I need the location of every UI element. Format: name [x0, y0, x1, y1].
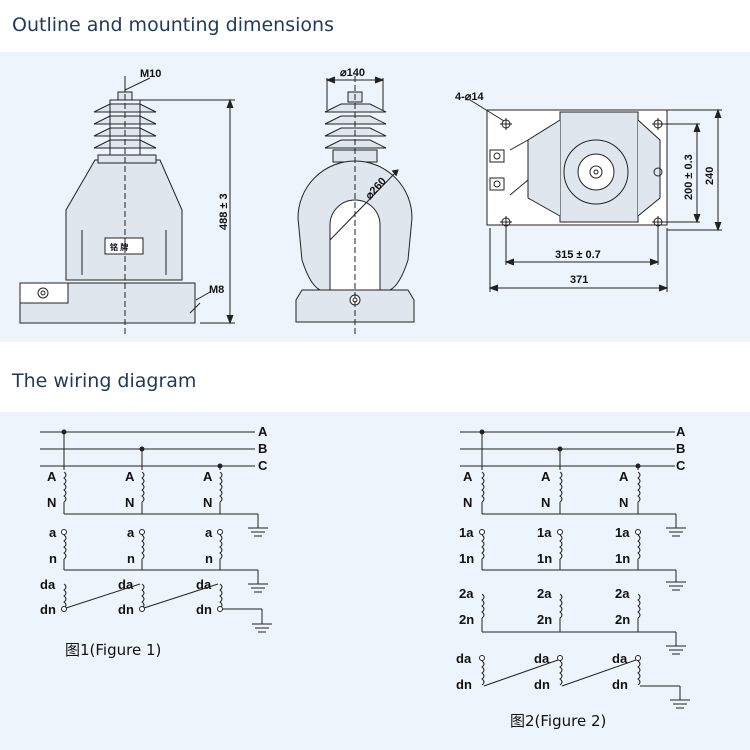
- fig1-bus-b: B: [258, 441, 267, 456]
- fig2-bus-a: A: [676, 424, 686, 439]
- fig2-t2-sec1-a: 1a: [537, 525, 552, 540]
- fig1-t3-primary-n: N: [203, 495, 212, 510]
- holes-label: 4-⌀14: [455, 91, 485, 103]
- fig2-t2-sec1-n: 1n: [537, 551, 552, 566]
- fig1-t2-residual-da: da: [118, 577, 134, 592]
- fig2-t2-sec2-n: 2n: [537, 612, 552, 627]
- fig1-t3-residual-da: da: [196, 577, 212, 592]
- fig2-t1-sec1-n: 1n: [459, 551, 474, 566]
- fig1-t3-primary-a: A: [203, 469, 213, 484]
- fig1-t1-residual-da: da: [40, 577, 56, 592]
- fig1-t1-residual-dn: dn: [40, 602, 56, 617]
- fig2-t2-primary-a: A: [541, 469, 551, 484]
- fig2-t3-sec1-a: 1a: [615, 525, 630, 540]
- figure-1-caption: 图1(Figure 1): [65, 641, 161, 659]
- fig2-t1-primary-a: A: [463, 469, 473, 484]
- figure-1-wiring: [40, 429, 272, 633]
- m8-label: M8: [209, 284, 224, 296]
- top-view: [469, 99, 722, 292]
- fig1-t2-secondary-a: a: [127, 525, 135, 540]
- bolt-depth-dimension: 200 ± 0.3: [683, 154, 695, 200]
- fig1-t1-primary-a: A: [47, 469, 57, 484]
- fig2-t1-primary-n: N: [463, 495, 472, 510]
- fig2-t2-primary-n: N: [541, 495, 550, 510]
- fig1-bus-a: A: [258, 424, 268, 439]
- fig2-t3-primary-a: A: [619, 469, 629, 484]
- fig2-t3-residual-da: da: [612, 651, 628, 666]
- fig2-t1-sec1-a: 1a: [459, 525, 474, 540]
- front-view: [19, 76, 235, 335]
- fig2-t3-sec2-n: 2n: [615, 612, 630, 627]
- figure-2-caption: 图2(Figure 2): [510, 712, 606, 730]
- fig2-bus-c: C: [676, 458, 686, 473]
- width-dimension: 240: [704, 167, 716, 185]
- fig1-t2-secondary-n: n: [127, 551, 135, 566]
- fig2-t1-residual-da: da: [456, 651, 472, 666]
- bolt-span-dimension: 315 ± 0.7: [555, 249, 601, 261]
- top-diameter: ⌀140: [340, 67, 365, 79]
- fig2-t2-residual-dn: dn: [534, 677, 550, 692]
- wiring-panel: [0, 412, 750, 750]
- fig1-t1-secondary-n: n: [49, 551, 57, 566]
- fig2-bus-b: B: [676, 441, 685, 456]
- fig1-t3-secondary-n: n: [205, 551, 213, 566]
- fig2-t3-sec1-n: 1n: [615, 551, 630, 566]
- fig1-bus-c: C: [258, 458, 268, 473]
- fig2-t1-residual-dn: dn: [456, 677, 472, 692]
- fig1-t2-residual-dn: dn: [118, 602, 134, 617]
- fig2-t3-primary-n: N: [619, 495, 628, 510]
- figure-2-wiring: [460, 429, 690, 709]
- fig1-t2-primary-a: A: [125, 469, 135, 484]
- length-dimension: 371: [570, 274, 588, 286]
- fig1-t3-secondary-a: a: [205, 525, 213, 540]
- fig2-t2-residual-da: da: [534, 651, 550, 666]
- nameplate-label: 铭 牌: [110, 242, 128, 252]
- side-view: [295, 76, 415, 335]
- fig1-t1-secondary-a: a: [49, 525, 57, 540]
- fig2-t3-residual-dn: dn: [612, 677, 628, 692]
- fig1-t3-residual-dn: dn: [196, 602, 212, 617]
- section-title-outline: Outline and mounting dimensions: [12, 14, 334, 36]
- section-title-wiring: The wiring diagram: [12, 370, 197, 392]
- fig1-t2-primary-n: N: [125, 495, 134, 510]
- fig2-t3-sec2-a: 2a: [615, 586, 630, 601]
- fig2-t1-sec2-n: 2n: [459, 612, 474, 627]
- fig2-t1-sec2-a: 2a: [459, 586, 474, 601]
- height-dimension: 488 ± 3: [218, 193, 230, 230]
- m10-label: M10: [140, 68, 161, 80]
- fig1-t1-primary-n: N: [47, 495, 56, 510]
- fig2-t2-sec2-a: 2a: [537, 586, 552, 601]
